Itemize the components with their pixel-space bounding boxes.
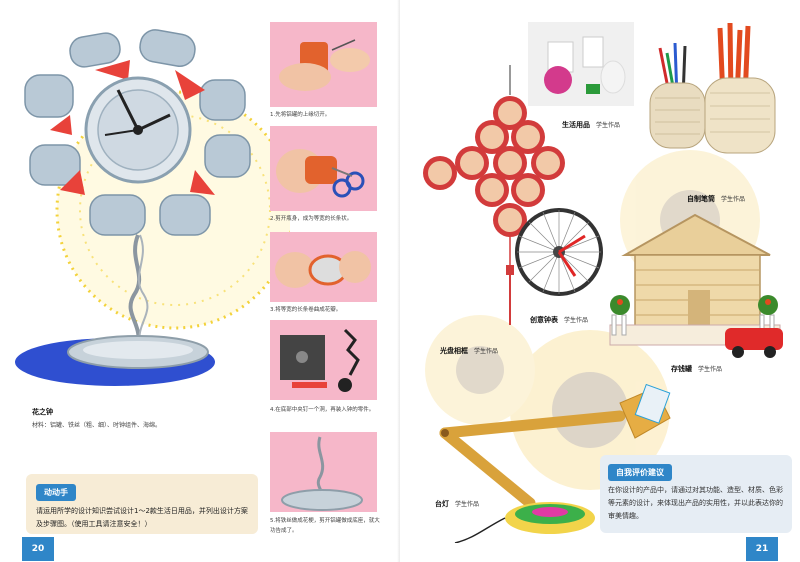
activity-box-title: 动动手: [36, 484, 76, 501]
step-1-text: 1.先将铝罐的上缘切开。: [270, 112, 331, 118]
creative-clock-photo: [515, 208, 603, 296]
life-items-title: 生活用品: [562, 121, 590, 129]
desk-lamp-title: 台灯: [435, 500, 449, 508]
cd-frame-title: 光盘相框: [440, 347, 468, 355]
life-items-caption: 生活用品学生作品: [562, 112, 620, 131]
creative-clock-caption: 创意钟表学生作品: [530, 307, 588, 326]
cd-frame-caption: 光盘相框学生作品: [440, 338, 498, 357]
creative-clock-note: 学生作品: [564, 317, 589, 324]
pen-holder-caption: 自制笔筒学生作品: [687, 186, 745, 205]
cd-photo-frame: [423, 65, 565, 325]
flower-clock-title: 花之钟: [32, 408, 53, 416]
cd-frame-note: 学生作品: [474, 348, 499, 355]
pen-holder-photo: [645, 18, 785, 168]
step-5-text: 5.将铁丝做成花梗，剪开铝罐做成底座，就大功告成了。: [270, 518, 380, 534]
life-items-note: 学生作品: [596, 122, 621, 129]
desk-lamp-note: 学生作品: [455, 501, 480, 508]
step-2-photo: [270, 126, 377, 211]
step-4-text: 4.在底部中央钉一个洞，再装入钟的零件。: [270, 407, 375, 413]
left-page: 花之钟 材料：铝罐、铁丝（粗、细）、时钟组件、海绵。 1.先将铝罐的上缘切开。 …: [15, 22, 380, 561]
money-box-caption: 存钱罐学生作品: [671, 356, 722, 375]
step-2-text: 2.剪开瓶身，成为等宽的长条状。: [270, 216, 353, 222]
flower-clock-materials: 材料：铝罐、铁丝（粗、细）、时钟组件、海绵。: [32, 422, 162, 429]
money-box-title: 存钱罐: [671, 365, 692, 373]
life-items-photo: [528, 22, 634, 106]
flower-clock-caption: 花之钟 材料：铝罐、铁丝（粗、细）、时钟组件、海绵。: [32, 407, 262, 431]
flower-clock-photo: [15, 29, 251, 386]
money-box-note: 学生作品: [698, 366, 723, 373]
self-eval-text: 在你设计的产品中，请通过对其功能、造型、材质、色彩等元素的设计，来体现出产品的实…: [608, 486, 783, 520]
self-eval-title: 自我评价建议: [608, 464, 672, 481]
activity-box: 动动手 请运用所学的设计知识尝试设计1～2款生活日用品，并列出设计方案及步骤图。…: [26, 474, 258, 534]
desk-lamp-caption: 台灯学生作品: [435, 491, 479, 510]
step-4-photo: [270, 320, 377, 400]
right-page: 生活用品学生作品: [400, 0, 800, 562]
step-3-text: 3.将等宽的长条卷曲成花瓣。: [270, 307, 342, 313]
page-number-left: 20: [22, 537, 54, 561]
creative-clock-title: 创意钟表: [530, 316, 558, 324]
self-eval-box: 自我评价建议 在你设计的产品中，请通过对其功能、造型、材质、色彩等元素的设计，来…: [600, 455, 792, 533]
page-number-right: 21: [746, 537, 778, 561]
pen-holder-title: 自制笔筒: [687, 195, 715, 203]
activity-box-text: 请运用所学的设计知识尝试设计1～2款生活日用品，并列出设计方案及步骤图。（使用工…: [36, 507, 248, 528]
desk-lamp-photo: [439, 383, 671, 543]
step-1-photo: [270, 22, 377, 107]
pen-holder-note: 学生作品: [721, 196, 746, 203]
step-3-photo: [270, 232, 377, 302]
step-5-photo: [270, 432, 377, 512]
money-box-photo: [609, 213, 783, 358]
